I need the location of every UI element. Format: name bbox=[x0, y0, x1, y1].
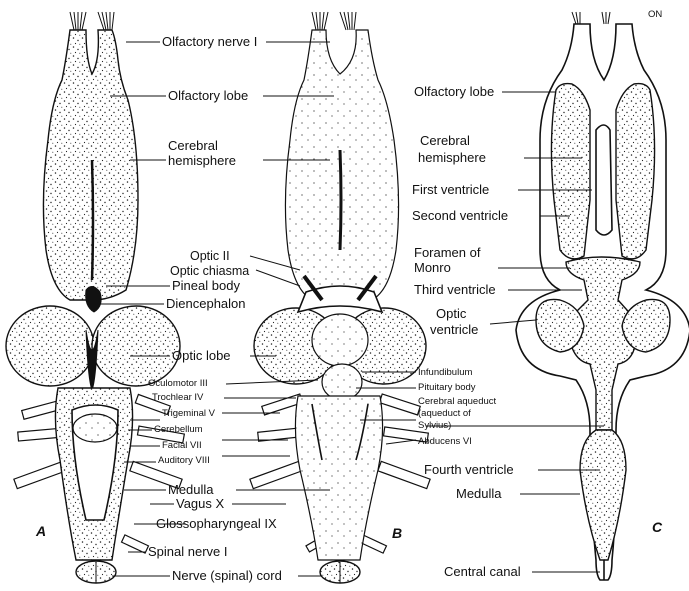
label-medulla-a: Medulla bbox=[168, 482, 214, 497]
label-olfactory-nerve: Olfactory nerve I bbox=[162, 34, 257, 49]
panel-a-pineal-body bbox=[86, 286, 101, 312]
label-third-ventricle: Third ventricle bbox=[414, 282, 496, 297]
label-hemisphere-1: hemisphere bbox=[168, 153, 236, 168]
label-cerebral-aqueduct-2: (aqueduct of bbox=[418, 408, 471, 419]
label-optic-ventricle-1: Optic bbox=[436, 306, 467, 321]
label-optic-lobe: Optic lobe bbox=[172, 348, 231, 363]
label-foramen-1: Foramen of bbox=[414, 245, 481, 260]
label-second-ventricle: Second ventricle bbox=[412, 208, 508, 223]
label-optic-chiasma: Optic chiasma bbox=[170, 264, 249, 278]
panel-b-brain bbox=[250, 12, 430, 583]
panel-c-brain-section bbox=[516, 12, 689, 580]
label-cerebral-aqueduct-3: Sylvius) bbox=[418, 420, 451, 431]
label-nerve-cord: Nerve (spinal) cord bbox=[172, 568, 282, 583]
label-cerebral-aqueduct-1: Cerebral aqueduct bbox=[418, 396, 497, 407]
label-central-canal: Central canal bbox=[444, 564, 521, 579]
label-diencephalon: Diencephalon bbox=[166, 296, 246, 311]
label-vagus: Vagus X bbox=[176, 496, 225, 511]
label-abducens: Abducens VI bbox=[418, 436, 472, 447]
panel-label-b: B bbox=[392, 525, 402, 541]
label-medulla-c: Medulla bbox=[456, 486, 502, 501]
label-auditory: Auditory VIII bbox=[158, 455, 210, 466]
panel-a-optic-lobe-right bbox=[92, 306, 180, 386]
panel-c-olfactory-nerve-fibers bbox=[572, 12, 610, 24]
label-pituitary-body: Pituitary body bbox=[418, 382, 476, 393]
label-cerebral-1: Cerebral bbox=[168, 138, 218, 153]
panel-b-pituitary-body bbox=[322, 364, 362, 400]
label-oculomotor: Oculomotor III bbox=[148, 378, 208, 389]
panel-label-c: C bbox=[652, 519, 663, 535]
label-optic-ii: Optic II bbox=[190, 249, 230, 263]
panel-a-olfactory-nerve-fibers bbox=[70, 12, 114, 30]
label-pineal-body: Pineal body bbox=[172, 278, 240, 293]
label-foramen-2: Monro bbox=[414, 260, 451, 275]
label-olfactory-lobe-a: Olfactory lobe bbox=[168, 88, 248, 103]
label-first-ventricle: First ventricle bbox=[412, 182, 489, 197]
label-hemisphere-2: hemisphere bbox=[418, 150, 486, 165]
panel-a-brain bbox=[6, 12, 184, 583]
panel-a-optic-lobe-left bbox=[6, 306, 94, 386]
panel-label-a: A bbox=[35, 523, 46, 539]
label-fourth-ventricle: Fourth ventricle bbox=[424, 462, 514, 477]
label-cerebellum: Cerebellum bbox=[154, 424, 203, 435]
panel-c-fourth-ventricle bbox=[580, 430, 626, 560]
label-olfactory-lobe-c: Olfactory lobe bbox=[414, 84, 494, 99]
label-trochlear: Trochlear IV bbox=[152, 392, 204, 403]
panel-a-forebrain bbox=[43, 30, 138, 300]
label-infundibulum: Infundibulum bbox=[418, 367, 472, 378]
label-glossopharyngeal: Glossopharyngeal IX bbox=[156, 516, 277, 531]
label-cerebral-2: Cerebral bbox=[420, 133, 470, 148]
panel-b-medulla bbox=[295, 396, 382, 560]
panel-b-olfactory-nerve-fibers bbox=[312, 12, 356, 30]
panel-b-infundibulum bbox=[312, 314, 368, 366]
label-facial: Facial VII bbox=[162, 440, 202, 451]
label-optic-ventricle-2: ventricle bbox=[430, 322, 478, 337]
panel-b-optic-chiasma bbox=[298, 286, 382, 312]
corner-mark: ON bbox=[648, 9, 662, 20]
label-spinal-nerve: Spinal nerve I bbox=[148, 544, 228, 559]
label-trigeminal: Trigeminal V bbox=[162, 408, 216, 419]
